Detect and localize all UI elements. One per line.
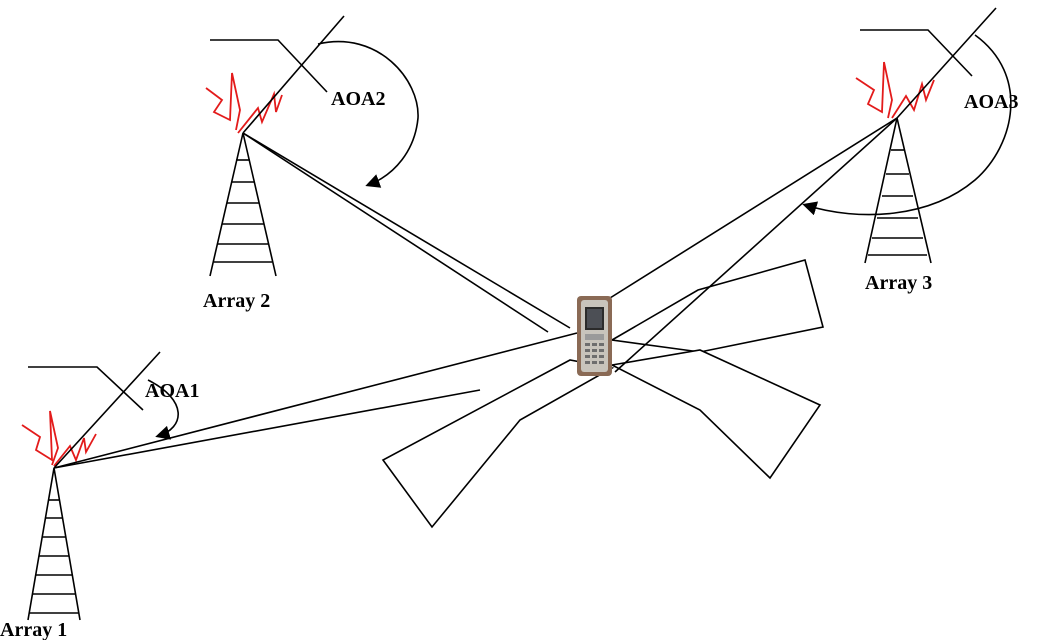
radio-signal-icon xyxy=(205,72,283,134)
antenna-tower-icon xyxy=(27,467,81,621)
beam-lobe-left-lower xyxy=(381,359,615,529)
array-3-beam-edge-upper xyxy=(609,117,898,299)
array-3-beam-edge-lower xyxy=(614,117,898,373)
array-1-boresight-line xyxy=(53,351,161,469)
array-1-beam-edge-lower xyxy=(53,389,481,469)
array-2: AOA2 Array 2 xyxy=(203,15,419,312)
beam-lobe-right-lower xyxy=(609,349,822,480)
aoa2-label: AOA2 xyxy=(331,88,385,110)
aoa3-label: AOA3 xyxy=(964,91,1018,113)
array-2-beam-edge-upper xyxy=(242,132,571,329)
beam-lobes xyxy=(381,259,824,529)
radio-signal-icon xyxy=(21,410,97,467)
beam-edges xyxy=(53,117,898,469)
mobile-phone-icon xyxy=(577,296,612,376)
array-1-label: Array 1 xyxy=(0,619,67,640)
array-3-reference-line xyxy=(860,29,973,77)
aoa1-arrow xyxy=(147,379,179,440)
antenna-tower-icon xyxy=(209,132,277,277)
aoa3-arrow xyxy=(802,34,1012,216)
array-2-reference-line xyxy=(210,39,328,93)
aoa1-label: AOA1 xyxy=(145,380,199,402)
antenna-tower-icon xyxy=(864,117,932,264)
aoa2-arrow xyxy=(317,41,419,188)
array-2-beam-edge-lower xyxy=(242,132,549,333)
array-1-beam-edge-upper xyxy=(53,332,578,469)
array-3-boresight-line xyxy=(896,7,997,119)
array-2-boresight-line xyxy=(242,15,345,134)
array-1-reference-line xyxy=(28,366,144,411)
beam-lobe-right-upper xyxy=(609,259,824,353)
array-2-label: Array 2 xyxy=(203,290,270,312)
radio-signal-icon xyxy=(855,61,935,119)
array-3: AOA3 Array 3 xyxy=(802,7,1018,294)
array-3-label: Array 3 xyxy=(865,272,932,294)
array-1: AOA1 Array 1 xyxy=(0,351,199,640)
